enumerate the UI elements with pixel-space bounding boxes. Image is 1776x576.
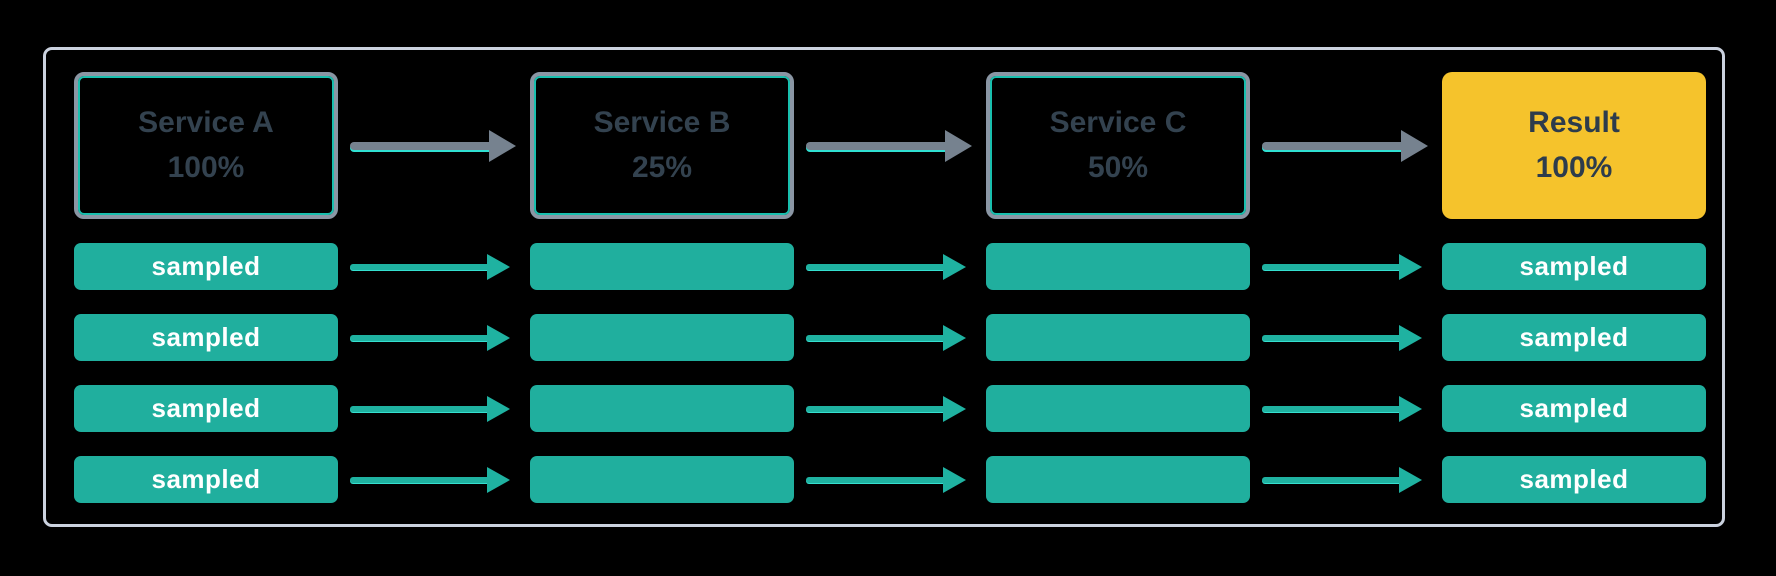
trace-arrow-3-bc [794,385,986,432]
trace-bar-b-3 [530,385,794,432]
arrow-right-icon [794,129,986,162]
arrow-right-icon [794,324,986,351]
arrow-right-icon [338,324,530,351]
arrow-right-icon [794,395,986,422]
trace-bar-result-4: sampled [1442,456,1706,503]
trace-arrow-1-bc [794,243,986,290]
node-label: Service C [1049,106,1187,139]
trace-arrow-4-bc [794,456,986,503]
arrow-right-icon [1250,466,1442,493]
trace-bar-result-3: sampled [1442,385,1706,432]
trace-arrow-3-cr [1250,385,1442,432]
trace-arrow-1-ab [338,243,530,290]
arrow-right-icon [338,129,530,162]
sampling-pipeline-frame: Service A 100% Service B 25% Service C 5… [43,47,1725,527]
service-a-node: Service A 100% [74,72,338,219]
trace-arrow-4-cr [1250,456,1442,503]
arrow-right-icon [794,466,986,493]
arrow-right-icon [794,253,986,280]
node-value: 50% [1087,150,1149,184]
arrow-right-icon [338,253,530,280]
trace-arrow-2-bc [794,314,986,361]
trace-arrow-1-cr [1250,243,1442,290]
flow-arrow-a-to-b [338,72,530,219]
node-value: 25% [631,150,693,184]
trace-bar-b-2 [530,314,794,361]
trace-bar-c-1 [986,243,1250,290]
trace-bar-result-1: sampled [1442,243,1706,290]
arrow-right-icon [1250,129,1442,162]
result-node: Result 100% [1442,72,1706,219]
trace-bar-a-3: sampled [74,385,338,432]
trace-bar-a-1: sampled [74,243,338,290]
trace-arrow-2-ab [338,314,530,361]
flow-arrow-c-to-result [1250,72,1442,219]
trace-bar-c-2 [986,314,1250,361]
node-value: 100% [167,150,245,184]
trace-bar-a-2: sampled [74,314,338,361]
trace-bar-result-2: sampled [1442,314,1706,361]
trace-arrow-3-ab [338,385,530,432]
arrow-right-icon [1250,395,1442,422]
arrow-right-icon [1250,324,1442,351]
node-label: Service A [138,106,274,139]
pipeline-grid: Service A 100% Service B 25% Service C 5… [46,50,1722,503]
trace-bar-a-4: sampled [74,456,338,503]
trace-arrow-2-cr [1250,314,1442,361]
trace-arrow-4-ab [338,456,530,503]
arrow-right-icon [338,466,530,493]
trace-bar-b-1 [530,243,794,290]
node-label: Result [1528,106,1620,139]
arrow-right-icon [338,395,530,422]
arrow-right-icon [1250,253,1442,280]
trace-bar-c-3 [986,385,1250,432]
service-c-node: Service C 50% [986,72,1250,219]
trace-bar-b-4 [530,456,794,503]
node-value: 100% [1535,150,1613,184]
flow-arrow-b-to-c [794,72,986,219]
trace-bar-c-4 [986,456,1250,503]
service-b-node: Service B 25% [530,72,794,219]
node-label: Service B [593,106,731,139]
